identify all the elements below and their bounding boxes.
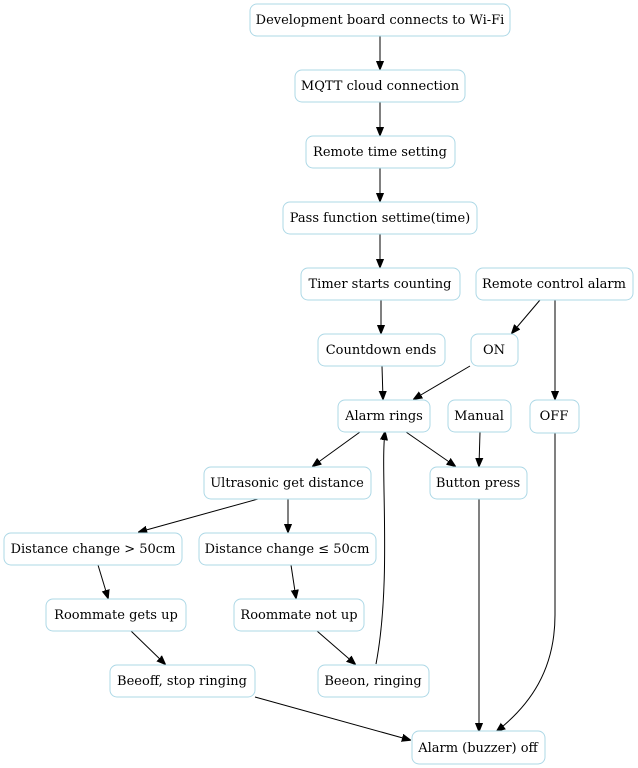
edge-roommate-not-up-beeon — [316, 630, 355, 664]
node-remote-time: Remote time setting — [305, 135, 456, 169]
node-on: ON — [470, 333, 519, 367]
node-beeoff-label: Beeoff, stop ringing — [117, 674, 247, 689]
edge-beeon-alarm-rings — [375, 432, 385, 665]
node-countdown: Countdown ends — [317, 333, 446, 367]
node-roommate-not-up: Roommate not up — [233, 598, 365, 632]
node-on-label: ON — [483, 343, 505, 358]
node-remote-alarm-label: Remote control alarm — [482, 277, 626, 292]
node-manual-label: Manual — [454, 409, 504, 424]
node-alarm-rings: Alarm rings — [337, 399, 431, 433]
edge-ultrasonic-dist-gt — [139, 498, 259, 532]
node-remote-alarm: Remote control alarm — [475, 267, 634, 301]
node-alarm-off-label: Alarm (buzzer) off — [417, 741, 539, 756]
edge-roommate-up-beeoff — [130, 630, 165, 664]
node-remote-time-label: Remote time setting — [313, 145, 447, 160]
node-countdown-label: Countdown ends — [326, 343, 437, 358]
node-settime: Pass function settime(time) — [282, 201, 478, 235]
node-off-label: OFF — [540, 409, 569, 424]
edge-manual-button-press — [479, 431, 480, 466]
node-timer-label: Timer starts counting — [308, 277, 451, 292]
nodes: Development board connects to Wi-Fi MQTT… — [3, 3, 634, 765]
node-wifi: Development board connects to Wi-Fi — [249, 3, 511, 37]
node-alarm-off: Alarm (buzzer) off — [411, 730, 546, 765]
node-mqtt-label: MQTT cloud connection — [301, 79, 460, 94]
node-button-press-label: Button press — [436, 476, 520, 491]
node-wifi-label: Development board connects to Wi-Fi — [256, 13, 505, 28]
node-beeoff: Beeoff, stop ringing — [109, 664, 256, 698]
node-mqtt: MQTT cloud connection — [294, 69, 466, 103]
edge-off-alarm-off — [497, 433, 556, 731]
node-dist-gt-label: Distance change > 50cm — [11, 542, 176, 557]
node-dist-gt: Distance change > 50cm — [3, 532, 183, 566]
edges — [97, 36, 556, 740]
node-off: OFF — [529, 399, 580, 434]
edge-on-alarm-rings — [414, 365, 471, 399]
node-beeon: Beeon, ringing — [317, 664, 430, 698]
edge-alarm-rings-button-press — [405, 431, 455, 466]
node-alarm-rings-label: Alarm rings — [344, 409, 423, 424]
node-roommate-up-label: Roommate gets up — [54, 608, 178, 623]
node-button-press: Button press — [429, 466, 528, 500]
edge-remote-alarm-on — [512, 299, 541, 333]
edge-alarm-rings-ultrasonic — [313, 431, 361, 466]
node-settime-label: Pass function settime(time) — [290, 211, 470, 226]
node-roommate-not-up-label: Roommate not up — [240, 608, 357, 623]
edge-countdown-alarm-rings — [382, 365, 383, 399]
node-dist-le: Distance change ≤ 50cm — [198, 532, 377, 566]
edge-beeoff-alarm-off — [254, 696, 410, 740]
node-beeon-label: Beeon, ringing — [324, 674, 421, 689]
node-ultrasonic: Ultrasonic get distance — [203, 466, 372, 500]
node-ultrasonic-label: Ultrasonic get distance — [210, 476, 364, 491]
node-manual: Manual — [447, 399, 512, 433]
edge-dist-gt-roommate-up — [97, 564, 108, 598]
node-dist-le-label: Distance change ≤ 50cm — [205, 542, 370, 557]
node-roommate-up: Roommate gets up — [45, 598, 187, 632]
edge-dist-le-roommate-not-up — [291, 564, 296, 598]
node-timer: Timer starts counting — [300, 267, 461, 301]
